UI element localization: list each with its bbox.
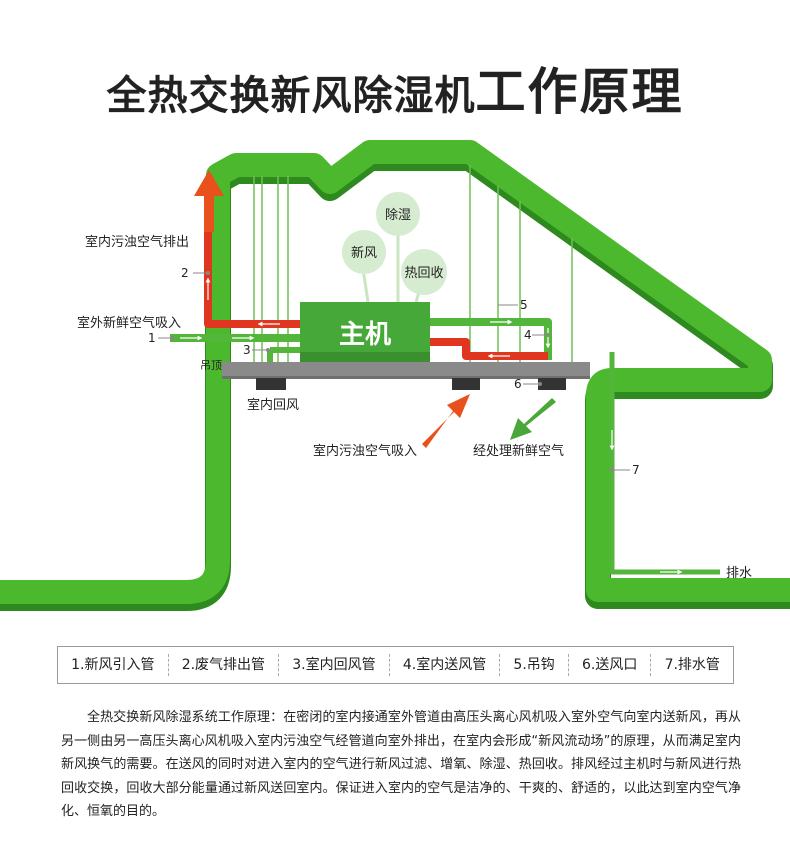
heat-recovery-label: 热回收: [404, 266, 443, 281]
title-main: 全热交换新风除湿机: [106, 73, 476, 119]
ceiling-bar: [222, 362, 590, 376]
title-emphasis: 工作原理: [475, 63, 684, 121]
marker-4: 4: [524, 328, 532, 342]
legend-item: 3.室内回风管: [279, 654, 390, 676]
marker-7: 7: [632, 463, 640, 477]
fresh-air-bubble: [342, 230, 386, 274]
component-legend: 1.新风引入管 2.废气排出管 3.室内回风管 4.室内送风管 5.吊钩 6.送…: [57, 646, 734, 684]
marker-leaders: [158, 272, 630, 471]
marker-3: 3: [243, 343, 251, 357]
marker-5: 5: [520, 298, 528, 312]
dehumidify-bubble: [376, 192, 420, 236]
dehumidify-label: 除湿: [385, 208, 411, 223]
heat-recovery-bubble: [401, 249, 447, 295]
exhaust-ducts: [204, 232, 548, 360]
description-paragraph: 全热交换新风除湿系统工作原理：在密闭的室内接通室外管道由高压头离心风机吸入室外空…: [61, 710, 741, 819]
ceiling-bar-shadow: [222, 376, 590, 379]
house-outline: [0, 140, 790, 611]
page-title: 全热交换新风除湿机工作原理: [0, 52, 790, 124]
treated-fresh-air-label: 经处理新鲜空气: [473, 443, 564, 459]
supply-air-vent: [538, 378, 566, 390]
main-unit-label: 主机: [339, 320, 391, 350]
indoor-return-label: 室内回风: [247, 397, 299, 413]
return-air-vent: [256, 378, 286, 390]
marker-6: 6: [514, 377, 522, 391]
legend-item: 5.吊钩: [500, 654, 569, 676]
return-air-grille: [452, 378, 480, 390]
indoor-dirty-intake-label: 室内污浊空气吸入: [313, 443, 417, 459]
ceiling-label: 吊顶: [200, 359, 222, 372]
dirty-air-intake-arrow: [422, 394, 470, 448]
legend-item: 1.新风引入管: [58, 654, 169, 676]
fresh-air-ducts: [170, 318, 720, 575]
legend-item: 2.废气排出管: [169, 654, 280, 676]
exhaust-out-arrow: [194, 170, 224, 232]
legend-item: 7.排水管: [664, 657, 720, 673]
marker-1: 1: [148, 331, 156, 345]
outdoor-intake-label: 室外新鲜空气吸入: [77, 315, 181, 331]
marker-2: 2: [181, 266, 189, 280]
legend-item: 4.室内送风管: [390, 654, 501, 676]
treated-air-outlet-arrow: [510, 398, 556, 440]
main-unit-shade: [300, 352, 430, 362]
legend-item: 6.送风口: [569, 654, 652, 676]
function-bubbles: 除湿 新风 热回收: [342, 192, 447, 303]
drain-label: 排水: [726, 566, 752, 581]
fresh-air-label: 新风: [351, 245, 377, 261]
flow-arrows: [194, 170, 556, 448]
hanger-rods: [253, 165, 573, 362]
indoor-exhaust-label: 室内污浊空气排出: [85, 234, 189, 250]
